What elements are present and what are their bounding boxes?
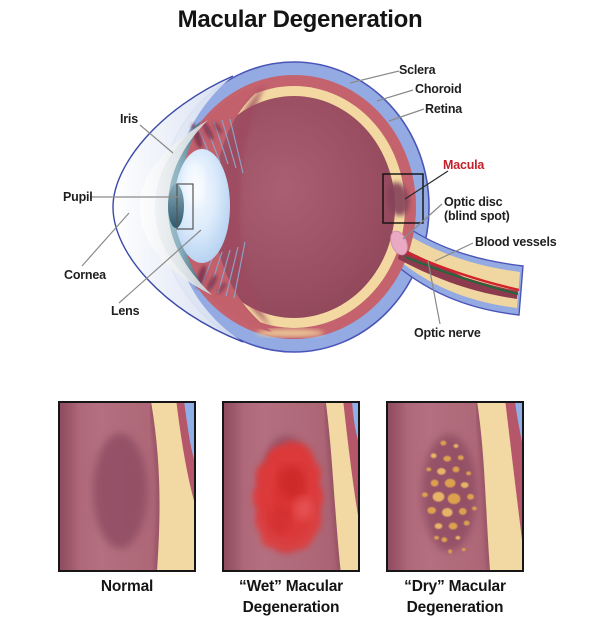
leader-lines [81, 70, 474, 325]
macula-oval-dry [421, 434, 477, 552]
panel-dry-art [388, 403, 522, 570]
lens-leader-line [118, 229, 202, 304]
retinal-artery [402, 249, 520, 292]
label-iris: Iris [120, 112, 138, 126]
panel-dry [386, 401, 524, 572]
drusen-spots [421, 440, 477, 554]
choroid-band [343, 403, 358, 516]
sclera-leader-line [349, 70, 400, 84]
caption-dry: “Dry” Macular Degeneration [386, 577, 524, 618]
label-optic-disc-sub: (blind spot) [444, 209, 510, 223]
macula-leader-line [404, 170, 449, 200]
cornea-zone [113, 76, 243, 342]
caption-wet-line2: Degeneration [242, 598, 340, 616]
retina-leader-line [388, 108, 425, 122]
cornea-leader-line [81, 212, 130, 267]
sclera-corner [184, 403, 194, 460]
caption-normal: Normal [58, 577, 196, 598]
optic-disc-leader-line [402, 203, 443, 240]
label-retina: Retina [425, 102, 463, 116]
optic-nerve-vessels [390, 230, 520, 299]
label-choroid: Choroid [415, 82, 462, 96]
optic-nerve-leader-line [427, 260, 441, 325]
anterior-segment [112, 75, 272, 343]
lens-highlight [184, 160, 204, 204]
macula-spot [386, 182, 410, 216]
ciliary-body-slits [191, 122, 227, 294]
retinal-vein [404, 256, 519, 295]
choroid-band [505, 403, 522, 540]
label-pupil: Pupil [63, 190, 93, 204]
panel-wet-art [224, 403, 358, 570]
blood-vessels-leader-line [434, 242, 474, 262]
pupil-opening [168, 184, 184, 228]
hemorrhage-blob [252, 440, 324, 554]
sclera-corner [515, 403, 522, 443]
retina-bottom-sliver [256, 329, 324, 337]
iris-leader-line [139, 124, 174, 154]
cornea-dome [140, 120, 212, 295]
caption-dry-line2: Degeneration [406, 598, 504, 616]
optic-disc-shape [390, 230, 408, 256]
label-sclera: Sclera [399, 63, 436, 77]
macula-zoom-rectangle [382, 173, 424, 224]
caption-wet-line1: “Wet” Macular [239, 578, 343, 595]
panel-wet [222, 401, 360, 572]
caption-normal-line1: Normal [100, 578, 154, 595]
cornea-outline [112, 75, 244, 343]
label-blood-vessels: Blood vessels [475, 235, 557, 249]
label-optic-nerve: Optic nerve [414, 326, 481, 340]
label-cornea: Cornea [64, 268, 106, 282]
caption-wet: “Wet” Macular Degeneration [222, 577, 360, 618]
sclera-corner [352, 403, 358, 441]
macula-oval-normal [93, 433, 148, 549]
label-optic-disc: Optic disc [444, 195, 503, 209]
label-lens: Lens [111, 304, 140, 318]
pupil-bracket [176, 183, 194, 230]
choroid-leader-line [376, 89, 414, 102]
label-macula: Macula [443, 158, 485, 172]
panel-normal [58, 401, 196, 572]
panel-normal-art [60, 403, 194, 570]
figure-title: Macular Degeneration [177, 6, 423, 33]
caption-dry-line1: “Dry” Macular [404, 578, 506, 595]
